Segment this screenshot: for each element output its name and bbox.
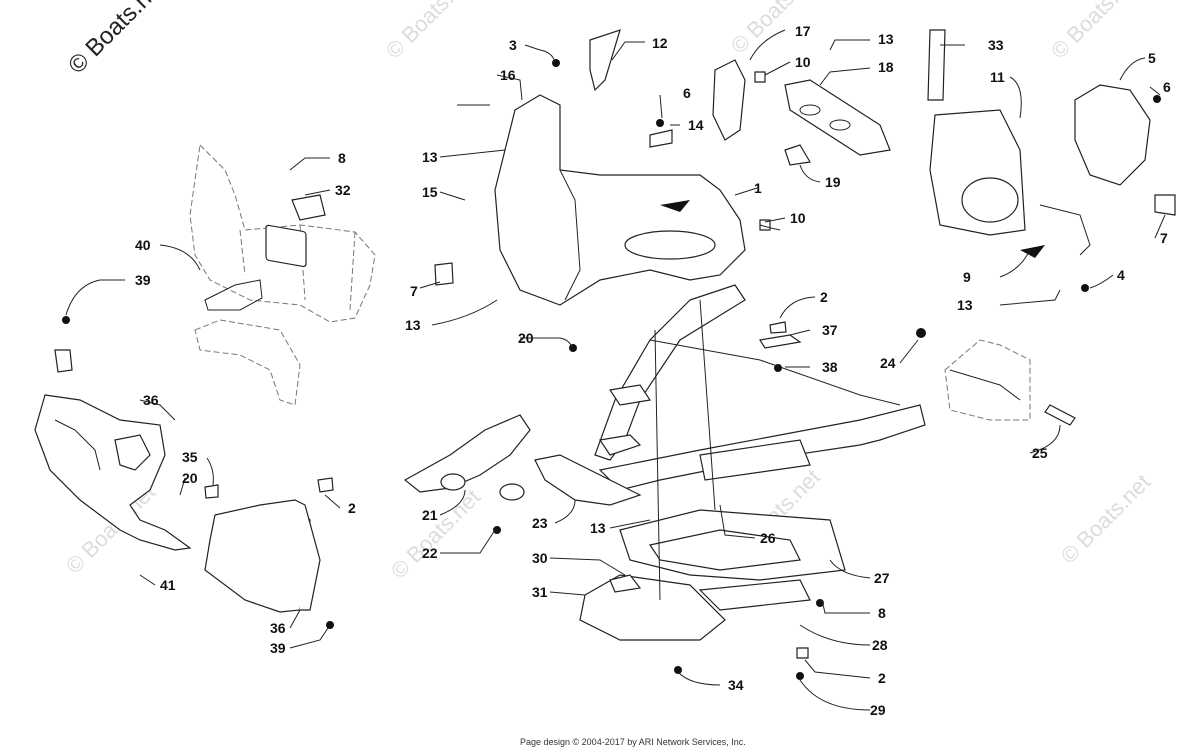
callout-labels: 3 12 17 13 10 18 16 6 14 13 15 19 1 10 7… (135, 23, 1171, 718)
callout-40: 40 (135, 237, 151, 253)
callout-10: 10 (795, 54, 811, 70)
callout-13: 13 (957, 297, 973, 313)
washer (759, 334, 802, 349)
callout-30: 30 (532, 550, 548, 566)
bottom-plates (579, 509, 846, 641)
callout-23: 23 (532, 515, 548, 531)
callout-2: 2 (878, 670, 886, 686)
callout-18: 18 (878, 59, 894, 75)
callout-20: 20 (518, 330, 534, 346)
callout-32: 32 (335, 182, 351, 198)
front-bulkhead (494, 29, 891, 306)
callout-20: 20 (182, 470, 198, 486)
callout-9: 9 (963, 269, 971, 285)
spacer (434, 262, 454, 286)
callout-36: 36 (143, 392, 159, 408)
fastener (1081, 284, 1089, 292)
callout-12: 12 (652, 35, 668, 51)
callout-7: 7 (410, 283, 418, 299)
callout-39: 39 (135, 272, 151, 288)
callout-38: 38 (822, 359, 838, 375)
fastener (62, 316, 70, 324)
callout-36: 36 (270, 620, 286, 636)
watermark: © Boats.net (386, 484, 485, 583)
callout-15: 15 (422, 184, 438, 200)
bracket (291, 194, 326, 221)
watermark: © Boats.net (1046, 0, 1145, 64)
callout-22: 22 (422, 545, 438, 561)
callout-28: 28 (872, 637, 888, 653)
callout-39: 39 (270, 640, 286, 656)
right-skid-plate (204, 499, 321, 613)
callout-13: 13 (590, 520, 606, 536)
callout-26: 26 (760, 530, 776, 546)
main-frame (403, 284, 926, 506)
left-skid-plate (34, 349, 192, 551)
fastener (569, 344, 577, 352)
callout-8: 8 (878, 605, 886, 621)
callout-25: 25 (1032, 445, 1048, 461)
fastener (493, 526, 501, 534)
callout-19: 19 (825, 174, 841, 190)
callout-8: 8 (338, 150, 346, 166)
callout-10: 10 (790, 210, 806, 226)
watermark: © Boats.net (381, 0, 480, 64)
callout-27: 27 (874, 570, 890, 586)
leader-lines (65, 29, 1166, 711)
callout-33: 33 (988, 37, 1004, 53)
fastener (796, 672, 804, 680)
callout-2: 2 (348, 500, 356, 516)
nut (754, 71, 766, 83)
fastener (326, 621, 334, 629)
callout-13: 13 (878, 31, 894, 47)
callout-4: 4 (1117, 267, 1125, 283)
callout-21: 21 (422, 507, 438, 523)
callout-3: 3 (509, 37, 517, 53)
callout-24: 24 (880, 355, 896, 371)
callout-17: 17 (795, 23, 811, 39)
fastener (656, 119, 664, 127)
callout-34: 34 (728, 677, 744, 693)
nut (317, 477, 334, 493)
footer-credit: Page design © 2004-2017 by ARI Network S… (520, 737, 746, 747)
hardware-fasteners (62, 59, 1161, 680)
callout-35: 35 (182, 449, 198, 465)
callout-16: 16 (500, 67, 516, 83)
bolt (1044, 404, 1076, 426)
callout-7: 7 (1160, 230, 1168, 246)
nut (204, 484, 219, 499)
fastener (1153, 95, 1161, 103)
callout-13: 13 (405, 317, 421, 333)
callout-37: 37 (822, 322, 838, 338)
callout-31: 31 (532, 584, 548, 600)
callout-6: 6 (683, 85, 691, 101)
callout-11: 11 (990, 69, 1005, 85)
callout-1: 1 (754, 180, 762, 196)
callout-14: 14 (688, 117, 704, 133)
callout-6: 6 (1163, 79, 1171, 95)
nut (796, 647, 809, 659)
callout-13: 13 (422, 149, 438, 165)
fastener (774, 364, 782, 372)
callout-41: 41 (160, 577, 176, 593)
callout-29: 29 (870, 702, 886, 718)
copyright-mark: © Boats.net (63, 0, 171, 79)
fastener (674, 666, 682, 674)
ghost-frame-assembly (189, 143, 376, 406)
nut (769, 321, 787, 334)
fastener (552, 59, 560, 67)
callout-5: 5 (1148, 50, 1156, 66)
watermark: © Boats.net (1056, 469, 1155, 568)
fastener (916, 328, 926, 338)
right-bracket-assembly (927, 29, 1176, 421)
callout-2: 2 (820, 289, 828, 305)
